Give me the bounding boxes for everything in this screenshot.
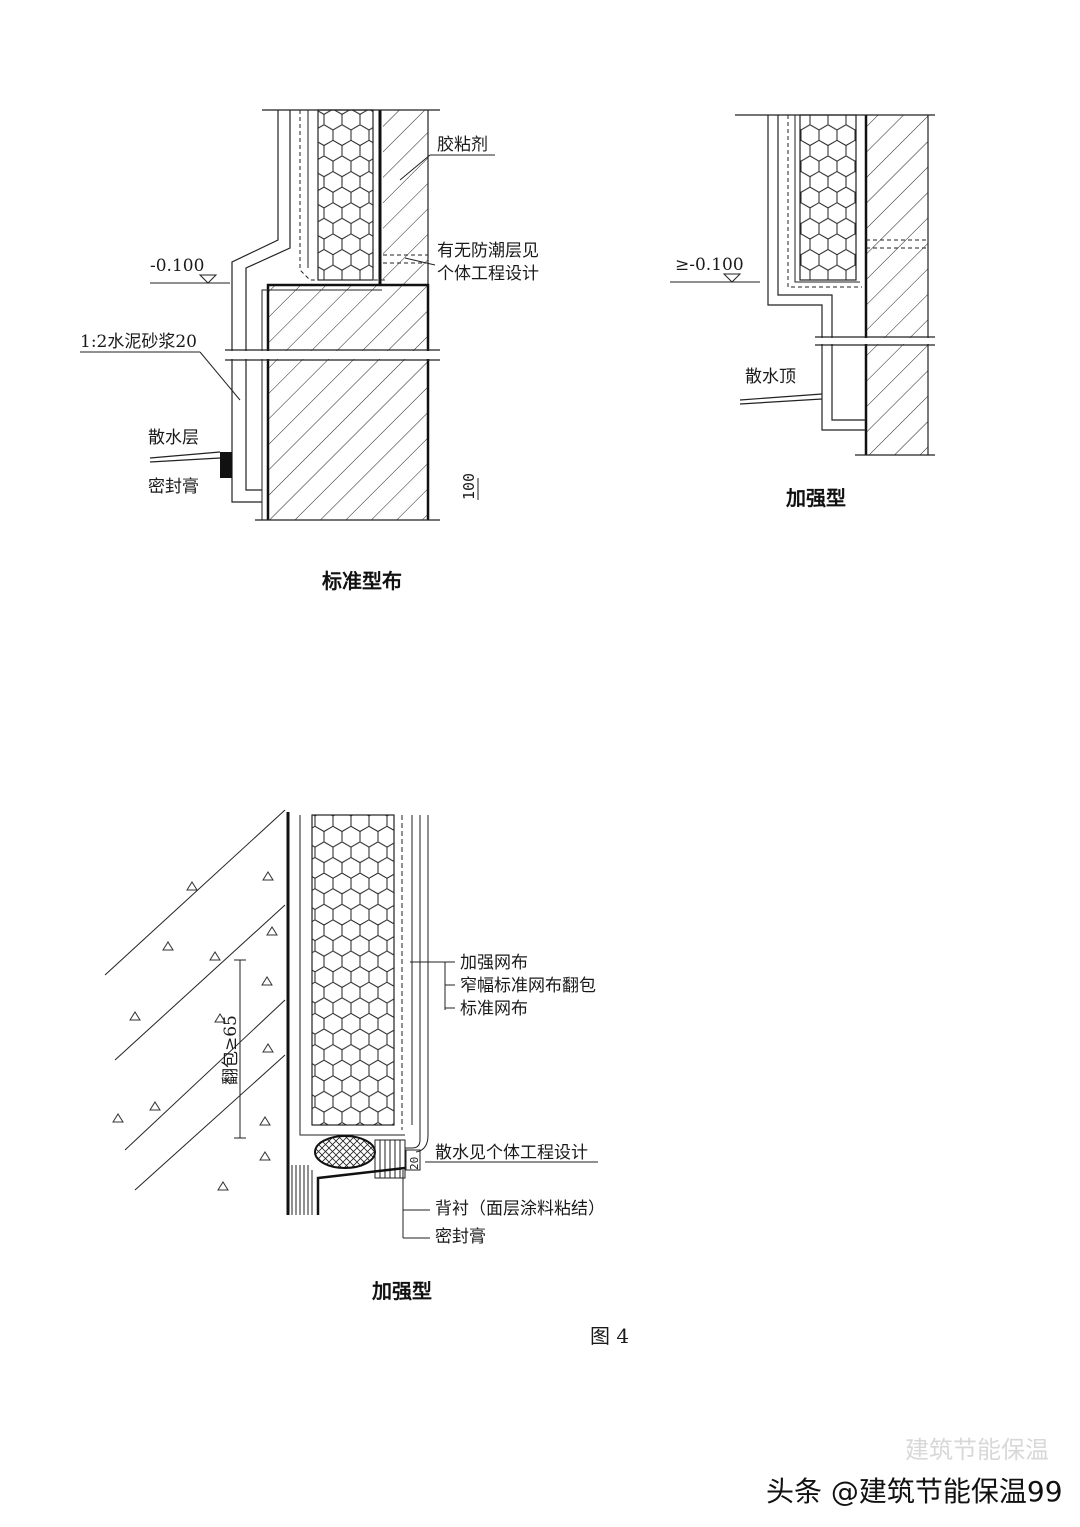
sealant-block [220, 452, 232, 478]
level-mark: -0.100 [150, 256, 204, 276]
caption-standard: 标准型布 [322, 569, 402, 593]
detail-standard: -0.100 胶粘剂 有无防潮层见 个体工程设计 1:2水泥砂浆20 散水层 密… [80, 109, 539, 593]
sealant-label: 密封膏 [435, 1226, 486, 1247]
mortar-label: 1:2水泥砂浆20 [80, 332, 197, 352]
detail-reinforced-bottom: 翻包≥65 20 加强网布 窄幅标准网布翻包 标准网布 散水见个体工程设计 背衬… [104, 809, 605, 1303]
mesh-reinforced-label: 加强网布 [460, 953, 528, 973]
ground-aggregate [112, 871, 278, 1191]
backing-label: 背衬（面层涂料粘结） [435, 1199, 605, 1219]
insulation-board [799, 114, 857, 281]
apron-note-label: 散水见个体工程设计 [435, 1143, 588, 1163]
dpc-label-line2: 个体工程设计 [437, 264, 539, 284]
insulation-board [317, 109, 374, 281]
watermark-ghost: 建筑节能保温 [905, 1436, 1049, 1464]
apron-layer-label: 散水层 [148, 428, 199, 448]
adhesive-label: 胶粘剂 [437, 135, 488, 155]
detail-reinforced-top: ≥-0.100 散水顶 加强型 [670, 114, 935, 510]
dim-100: 100 [460, 473, 478, 500]
caption-reinforced-bottom: 加强型 [371, 1279, 432, 1303]
caption-reinforced-top: 加强型 [785, 486, 846, 510]
backing-rod [314, 1135, 376, 1169]
upper-wall [383, 110, 428, 285]
level-mark: ≥-0.100 [675, 255, 744, 275]
dim-20: 20 [408, 1157, 421, 1170]
mesh-narrow-wrap-label: 窄幅标准网布翻包 [460, 976, 596, 996]
mesh-standard-label: 标准网布 [460, 999, 528, 1019]
dpc-label-line1: 有无防潮层见 [437, 241, 539, 261]
foundation-wall [268, 285, 428, 520]
apron-top-label: 散水顶 [745, 367, 796, 387]
wrap-dim-label: 翻包≥65 [221, 1015, 241, 1085]
figure-label: 图 4 [590, 1324, 629, 1348]
watermark: 头条 @建筑节能保温99 [766, 1475, 1063, 1508]
sealant-label: 密封膏 [148, 476, 199, 497]
wall-hatched [866, 115, 928, 455]
insulation-board [311, 814, 395, 1126]
